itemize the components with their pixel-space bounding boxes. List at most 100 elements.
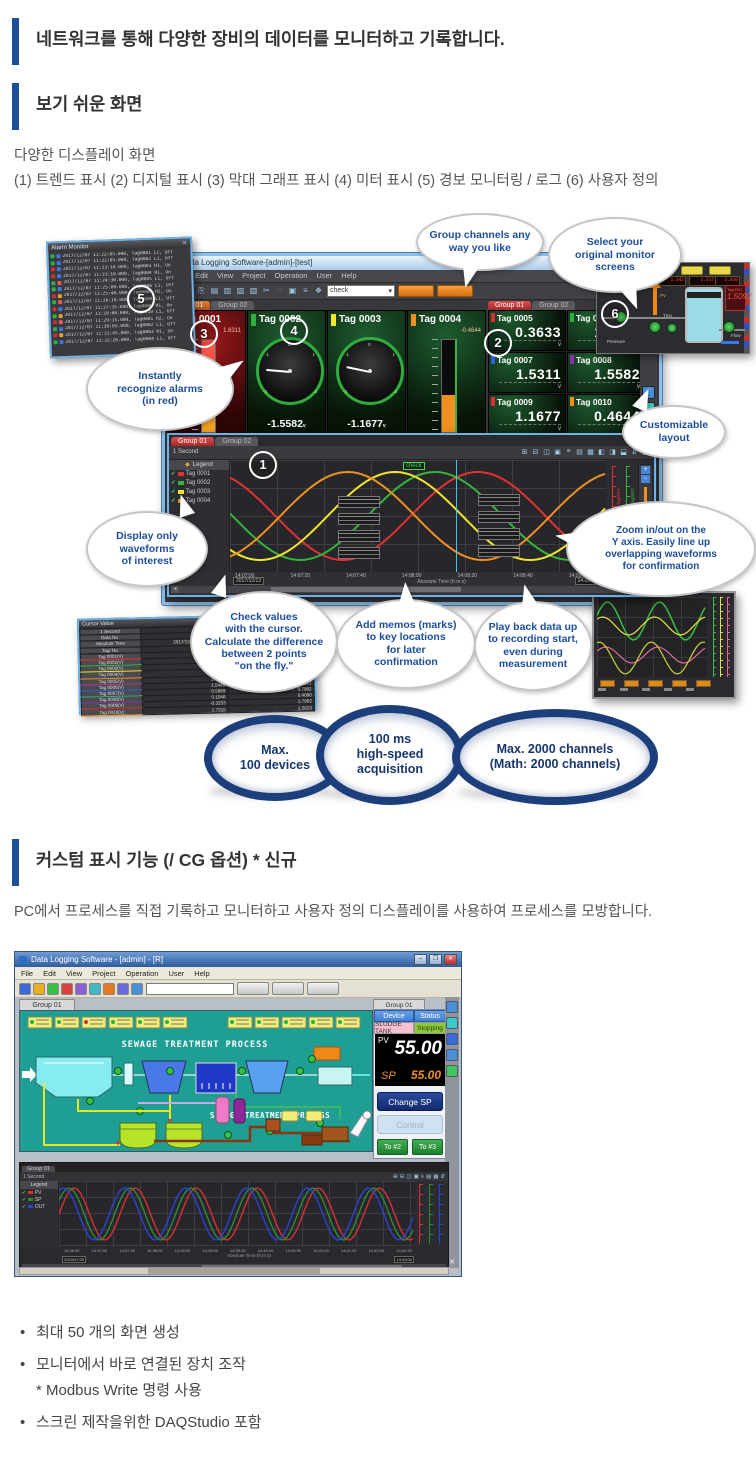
toolbar-icon[interactable] <box>19 982 31 995</box>
toolbar-icon[interactable] <box>131 982 143 995</box>
monitor-button-yellow-1[interactable] <box>681 265 703 275</box>
scrollbar-thumb[interactable] <box>271 586 461 592</box>
toolbar-input[interactable] <box>146 982 234 995</box>
trend-toolbar-icon[interactable]: ▤ <box>576 449 583 457</box>
check-icon[interactable]: ✔ <box>171 471 176 478</box>
menu-item[interactable]: User <box>316 271 333 281</box>
toolbar-icon[interactable]: ▧ <box>236 285 245 295</box>
check-icon[interactable]: ✔ <box>22 1203 26 1209</box>
menu-item[interactable]: Edit <box>43 968 57 978</box>
check-icon[interactable]: ✔ <box>171 489 176 496</box>
trend-toolbar-icon[interactable]: ≡ <box>420 1173 424 1180</box>
toolbar-icon[interactable] <box>33 982 45 995</box>
search-combobox[interactable]: check ▾ <box>327 284 395 297</box>
menu-item[interactable]: Operation <box>274 271 308 281</box>
toolbar-icon[interactable]: ✂ <box>263 285 270 295</box>
check-icon[interactable]: ✔ <box>171 480 176 487</box>
toolbar-button[interactable] <box>307 982 339 996</box>
tab-group-01[interactable]: Group 01 <box>19 999 75 1012</box>
strip-icon[interactable] <box>446 1033 458 1046</box>
tab-group-02[interactable]: Group 02 <box>215 436 259 446</box>
toolbar-icon[interactable] <box>103 982 115 995</box>
minimize-button[interactable]: – <box>414 954 427 966</box>
toolbar-icon[interactable]: ▥ <box>223 285 232 295</box>
toolbar-button[interactable] <box>237 982 269 996</box>
menu-item[interactable]: Project <box>242 271 266 281</box>
menu-item[interactable]: User <box>168 968 185 978</box>
tab-group-01[interactable]: Group 01 <box>488 300 532 310</box>
trend-toolbar-icon[interactable]: ▤ <box>425 1173 432 1180</box>
scrollbar-thumb[interactable] <box>148 1268 320 1275</box>
legend-item[interactable]: ✔ SP <box>20 1196 58 1203</box>
to3-button[interactable]: To #3 <box>412 1139 443 1156</box>
toolbar-icon[interactable]: ▤ <box>210 285 219 295</box>
control-button[interactable]: Control <box>377 1115 443 1135</box>
toolbar-icon[interactable]: ◌ <box>277 285 282 295</box>
cursor-line[interactable] <box>456 459 457 572</box>
check-icon[interactable]: ✔ <box>22 1196 26 1202</box>
toolbar-icon[interactable] <box>61 982 73 995</box>
scroll-left-icon[interactable]: ◄ <box>171 585 179 593</box>
maximize-button[interactable]: ❐ <box>429 954 442 966</box>
strip-icon[interactable] <box>446 1049 458 1062</box>
tab-group-01[interactable]: Group 01 <box>171 436 215 446</box>
toolbar-icon[interactable] <box>117 982 129 995</box>
strip-icon[interactable] <box>642 385 655 399</box>
close-icon[interactable]: ✕ <box>449 1259 455 1267</box>
menu-item[interactable]: Project <box>92 968 116 978</box>
menu-item[interactable]: Help <box>194 968 210 978</box>
window-title-bar[interactable]: Data Logging Software - [admin] - [R] – … <box>15 952 461 968</box>
trend-toolbar-icon[interactable]: ⊟ <box>532 449 539 457</box>
zoom-out-button[interactable]: − <box>641 474 650 483</box>
check-icon[interactable]: ✔ <box>171 498 176 505</box>
change-sp-button[interactable]: Change SP <box>377 1092 443 1112</box>
close-icon[interactable]: ✕ <box>182 240 188 247</box>
trend-plot[interactable] <box>59 1181 415 1248</box>
close-button[interactable]: ✕ <box>444 954 457 966</box>
panel-tab[interactable]: Group 01 <box>373 999 425 1011</box>
tab-group-02[interactable]: Group 02 <box>211 300 255 310</box>
toolbar-icon[interactable]: ▨ <box>249 285 258 295</box>
trend-toolbar-icon[interactable]: ⊞ <box>393 1173 398 1180</box>
trend-toolbar-icon[interactable]: ⇵ <box>631 449 638 457</box>
zoom-in-button[interactable]: + <box>641 465 650 474</box>
menu-item[interactable]: Operation <box>125 968 159 978</box>
strip-icon[interactable] <box>446 1017 458 1030</box>
trend-toolbar-icon[interactable]: ⬓ <box>620 449 627 457</box>
toolbar-icon[interactable] <box>89 982 101 995</box>
legend-item[interactable]: ✔ OUT <box>20 1203 58 1210</box>
trend-toolbar-icon[interactable]: ▦ <box>433 1173 439 1180</box>
trend-toolbar-icon[interactable]: ◫ <box>406 1173 412 1180</box>
pump-icon[interactable] <box>723 320 735 333</box>
to2-button[interactable]: To #2 <box>377 1139 408 1156</box>
toolbar-icon[interactable]: ⎘ <box>198 285 205 295</box>
check-icon[interactable]: ✔ <box>22 1189 26 1195</box>
trend-toolbar-icon[interactable]: ◫ <box>543 449 550 457</box>
trend-toolbar-icon[interactable]: ⊞ <box>521 449 528 457</box>
menu-item[interactable]: File <box>21 968 34 978</box>
tab-group-02[interactable]: Group 02 <box>532 300 576 310</box>
valve-icon[interactable] <box>667 322 677 333</box>
menu-item[interactable]: View <box>217 271 234 281</box>
toolbar-button-orange-2[interactable] <box>437 284 473 297</box>
trend-toolbar-icon[interactable]: ▦ <box>587 449 594 457</box>
strip-icon[interactable] <box>446 1065 458 1078</box>
trend-toolbar-icon[interactable]: ≡ <box>566 448 571 456</box>
trend-toolbar-icon[interactable]: ⊟ <box>399 1173 405 1180</box>
toolbar-button[interactable] <box>272 982 304 996</box>
trend-toolbar-icon[interactable]: ◨ <box>609 449 616 457</box>
menu-item[interactable]: Help <box>341 271 357 281</box>
toolbar-icon[interactable]: ≡ <box>303 285 308 295</box>
strip-icon[interactable] <box>446 1001 458 1014</box>
legend-item[interactable]: ✔ Tag 0001 <box>169 470 229 479</box>
menu-item[interactable]: View <box>66 968 83 978</box>
legend-item[interactable]: ✔ Tag 0004 <box>169 497 229 506</box>
menu-item[interactable]: Edit <box>195 271 209 281</box>
toolbar-icon[interactable] <box>47 982 59 995</box>
pin-icon[interactable]: ◆ <box>185 462 190 469</box>
legend-item[interactable]: ✔ PV <box>20 1189 58 1196</box>
trend-toolbar-icon[interactable]: ◧ <box>598 449 605 457</box>
toolbar-icon[interactable] <box>75 982 87 995</box>
tab-group-01[interactable]: Group 01 <box>22 1166 55 1173</box>
legend-item[interactable]: ✔ Tag 0003 <box>169 488 229 497</box>
